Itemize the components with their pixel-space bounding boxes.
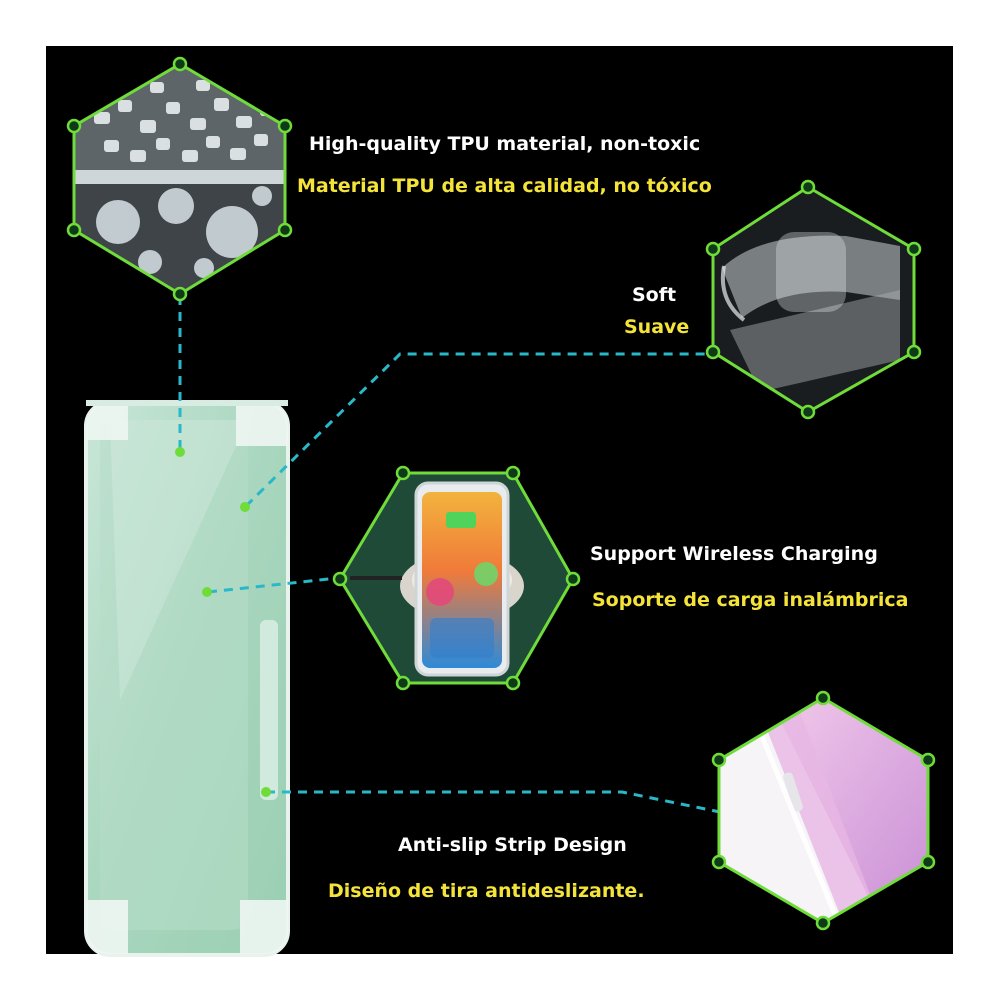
soft-label-english: Soft bbox=[632, 284, 677, 306]
connector-wireless bbox=[207, 576, 339, 594]
connector-dots bbox=[175, 447, 271, 797]
connector-lines bbox=[178, 296, 721, 814]
tpu-label-spanish: Material TPU de alta calidad, no tóxico bbox=[297, 175, 712, 197]
feature-hex-wireless bbox=[332, 465, 581, 691]
tpu-label-english: High-quality TPU material, non-toxic bbox=[309, 133, 701, 155]
product-case-image bbox=[84, 400, 290, 957]
antislip-label-english: Anti-slip Strip Design bbox=[398, 834, 627, 856]
connector-antislip bbox=[266, 790, 721, 814]
wireless-label-english: Support Wireless Charging bbox=[590, 543, 878, 565]
connector-soft bbox=[244, 352, 708, 508]
wireless-charging-image bbox=[350, 481, 524, 677]
soft-label-spanish: Suave bbox=[624, 316, 690, 338]
antislip-label-spanish: Diseño de tira antideslizante. bbox=[328, 880, 645, 902]
wireless-label-spanish: Soporte de carga inalámbrica bbox=[592, 589, 909, 611]
